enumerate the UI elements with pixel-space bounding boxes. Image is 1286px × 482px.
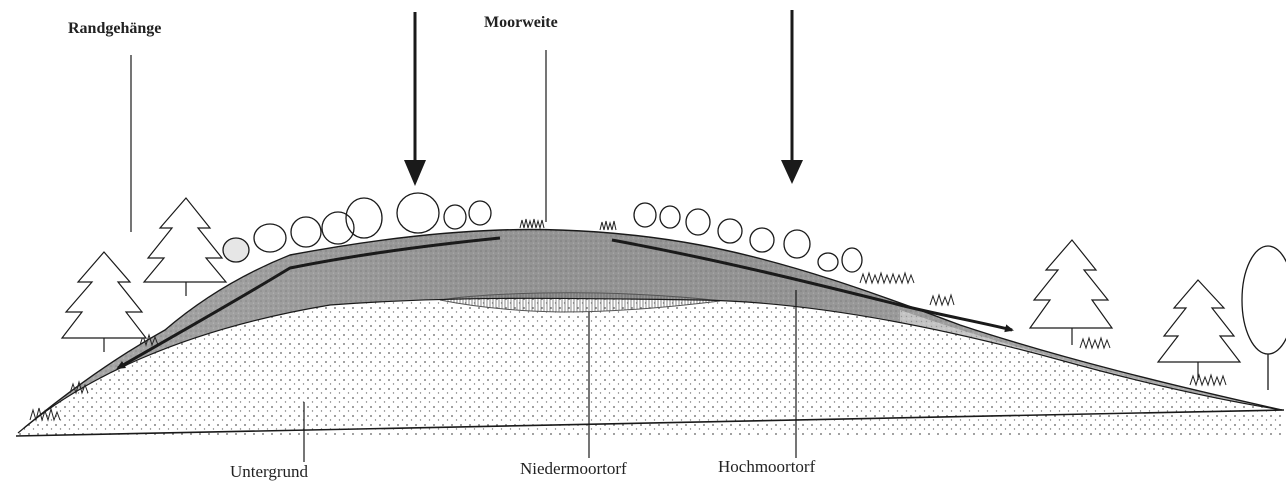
precipitation-arrow-left	[404, 12, 426, 186]
tree-left-small	[62, 252, 146, 352]
label-untergrund: Untergrund	[230, 462, 309, 481]
tree-right-2	[1158, 280, 1240, 380]
precipitation-arrows	[404, 10, 803, 186]
deciduous-tree	[1242, 246, 1286, 390]
label-moorweite: Moorweite	[484, 14, 558, 31]
tree-right-1	[1030, 240, 1112, 345]
label-randgehaenge: Randgehänge	[68, 20, 161, 37]
label-hochmoortorf: Hochmoortorf	[718, 457, 816, 476]
tree-left-tall	[144, 198, 226, 296]
precipitation-arrow-right	[781, 10, 803, 184]
label-niedermoortorf: Niedermoortorf	[520, 459, 627, 478]
